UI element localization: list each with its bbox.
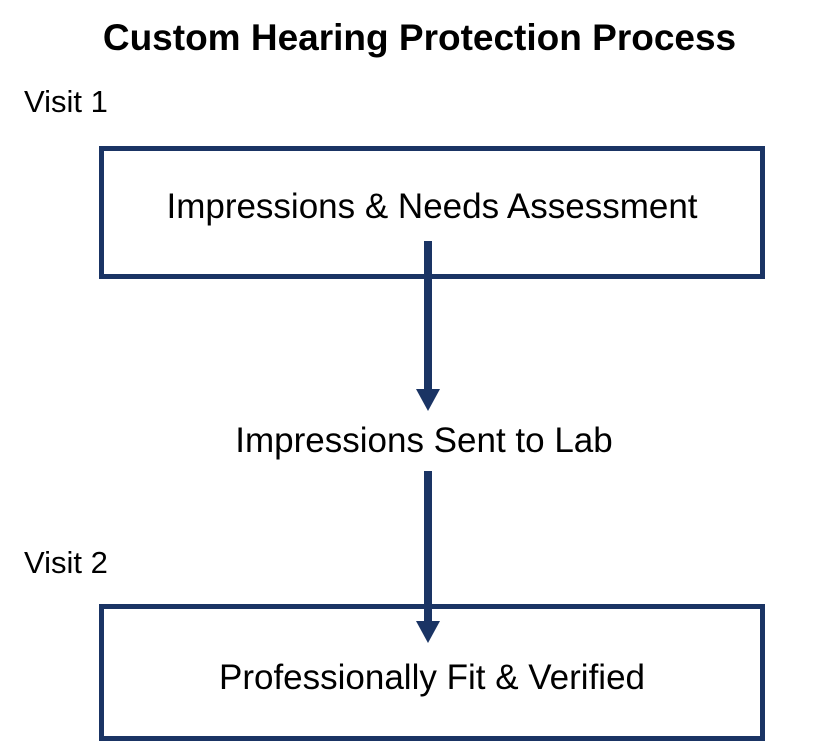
diagram-title: Custom Hearing Protection Process	[102, 17, 737, 58]
step-label-fit-verified: Professionally Fit & Verified	[218, 657, 645, 697]
step-label-impressions-assessment: Impressions & Needs Assessment	[166, 186, 698, 226]
step-box-fit-verified: Professionally Fit & Verified	[99, 604, 765, 741]
step-label-sent-to-lab: Impressions Sent to Lab	[235, 421, 613, 460]
visit-2-label: Visit 2	[24, 545, 108, 580]
arrow-1-head	[416, 389, 440, 411]
step-box-impressions-assessment: Impressions & Needs Assessment	[99, 146, 765, 279]
visit-1-label: Visit 1	[24, 84, 108, 119]
